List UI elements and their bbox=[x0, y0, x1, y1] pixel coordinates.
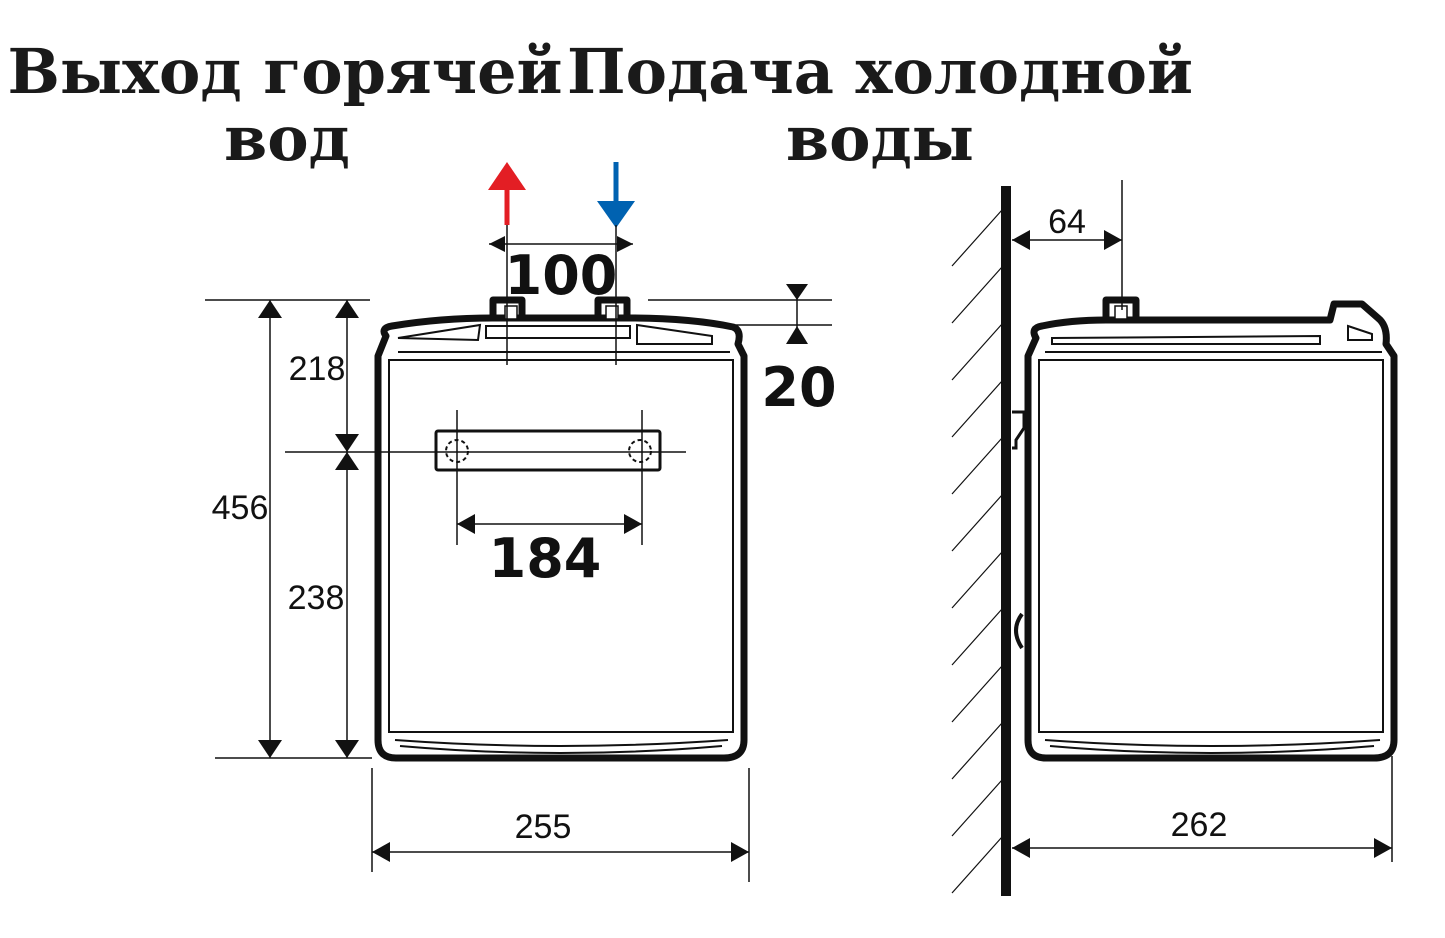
wall-to-pipe-label: 64 bbox=[1048, 203, 1086, 241]
cold-water-title-line1: Подача холодной bbox=[567, 35, 1193, 108]
hot-water-title-line2: вод bbox=[224, 102, 350, 175]
arrow-down-icon bbox=[597, 162, 635, 228]
dimension-wall-to-pipe: 64 bbox=[1012, 203, 1122, 250]
total-height-label: 456 bbox=[212, 489, 269, 527]
arrow-up-icon bbox=[488, 162, 526, 225]
front-view-heater bbox=[374, 225, 748, 762]
dimension-heights: 456 218 238 bbox=[205, 299, 686, 759]
wall-hatch-line bbox=[951, 437, 1003, 495]
wall-hatch-line bbox=[951, 551, 1003, 609]
top-offset-label: 20 bbox=[761, 356, 836, 419]
wall-hatch-line bbox=[951, 836, 1003, 894]
front-panel bbox=[388, 359, 734, 733]
wall-hatch-line bbox=[951, 266, 1003, 324]
dimension-side-depth: 262 bbox=[1012, 756, 1393, 862]
pipe-spacing-label: 100 bbox=[505, 244, 618, 307]
wall-hatch-line bbox=[951, 494, 1003, 552]
front-width-label: 255 bbox=[515, 808, 572, 846]
bracket-spacing-label: 184 bbox=[489, 527, 602, 590]
dimension-top-offset: 20 bbox=[648, 284, 837, 419]
dimension-pipe-spacing: 100 bbox=[489, 236, 633, 307]
side-body-outline bbox=[1024, 300, 1398, 762]
wall-hatch-line bbox=[951, 722, 1003, 780]
wall-hatch-line bbox=[951, 209, 1003, 267]
wall-hatch-line bbox=[951, 665, 1003, 723]
wall-hatch-line bbox=[951, 779, 1003, 837]
upper-height-label: 218 bbox=[289, 350, 346, 388]
front-body-outline bbox=[374, 314, 748, 762]
dimension-bracket-spacing: 184 bbox=[456, 410, 643, 590]
mounting-bracket bbox=[434, 429, 662, 472]
side-panel bbox=[1038, 359, 1384, 733]
dimension-front-width: 255 bbox=[371, 768, 750, 882]
lower-height-label: 238 bbox=[288, 579, 345, 617]
side-view-heater bbox=[1012, 180, 1398, 762]
cold-water-title-line2: воды bbox=[786, 102, 974, 175]
side-depth-label: 262 bbox=[1171, 806, 1228, 844]
wall-hatch-line bbox=[951, 608, 1003, 666]
wall-hatch-line bbox=[951, 323, 1003, 381]
wall bbox=[951, 186, 1011, 896]
hot-water-title-line1: Выход горячей bbox=[7, 35, 562, 108]
wall-hatch-line bbox=[951, 380, 1003, 438]
